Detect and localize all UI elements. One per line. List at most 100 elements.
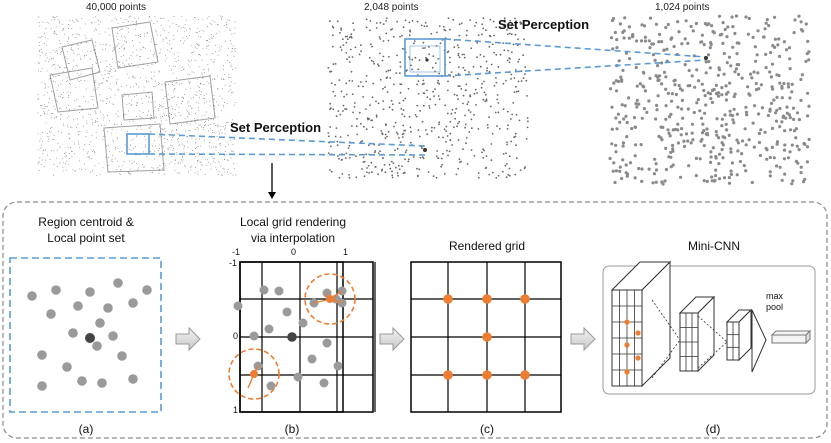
- cloud-point: [163, 112, 164, 114]
- cloud-point: [46, 70, 48, 72]
- cloud-point: [69, 153, 70, 155]
- cloud-point: [470, 127, 473, 130]
- cloud-point: [647, 99, 651, 103]
- cloud-point: [778, 81, 782, 85]
- cloud-point: [382, 108, 385, 111]
- cloud-point: [414, 56, 417, 59]
- cloud-point: [400, 108, 403, 110]
- cloud-point: [137, 66, 139, 68]
- cloud-point: [215, 149, 217, 151]
- cloud-point: [797, 148, 801, 152]
- cloud-point: [407, 87, 410, 90]
- cloud-point: [643, 89, 648, 93]
- cloud-point: [116, 78, 118, 80]
- cloud-point: [136, 105, 138, 106]
- cloud-point: [212, 160, 214, 162]
- grid-point: [319, 378, 329, 388]
- cloud-point: [717, 68, 722, 72]
- cloud-point: [502, 153, 505, 155]
- cnn-receptive-line: [697, 341, 728, 369]
- cloud-point: [361, 140, 364, 142]
- cloud-point: [44, 33, 46, 35]
- cloud-point: [119, 65, 121, 67]
- cloud-point: [54, 108, 56, 110]
- cloud-point: [618, 165, 622, 169]
- cloud-point: [662, 70, 667, 74]
- cloud-point: [224, 128, 226, 130]
- cloud-point: [437, 95, 440, 97]
- cloud-point: [795, 144, 799, 148]
- cloud-point: [645, 110, 649, 114]
- cloud-point: [116, 19, 118, 20]
- cloud-point: [510, 118, 512, 120]
- local-point: [51, 285, 61, 295]
- cloud-point: [197, 107, 199, 109]
- cloud-point: [207, 64, 209, 66]
- cloud-point: [784, 48, 789, 52]
- cloud-point: [612, 81, 616, 85]
- cloud-point: [50, 58, 52, 59]
- cloud-point: [166, 49, 168, 51]
- cloud-point: [715, 117, 719, 121]
- cloud-point: [52, 57, 54, 59]
- cloud-point: [800, 73, 805, 77]
- cloud-point: [640, 23, 644, 27]
- cloud-point: [416, 83, 418, 86]
- cloud-point: [765, 18, 769, 22]
- cloud-point: [213, 61, 215, 63]
- cloud-point: [118, 173, 120, 175]
- cloud-point: [788, 96, 792, 100]
- cloud-point: [166, 107, 168, 109]
- cloud-point: [59, 67, 61, 69]
- cloud-point: [56, 166, 58, 167]
- cloud-point: [680, 127, 684, 131]
- cloud-point: [61, 132, 63, 134]
- cloud-point: [89, 58, 91, 60]
- cloud-point: [129, 173, 131, 175]
- cloud-point: [724, 84, 728, 88]
- cloud-point: [473, 92, 476, 95]
- cloud-point: [505, 152, 507, 155]
- cloud-point: [334, 63, 337, 65]
- cloud-point: [514, 173, 517, 176]
- cloud-point: [700, 116, 704, 120]
- cloud-point: [79, 147, 80, 149]
- cloud-point: [102, 100, 103, 102]
- cloud-point: [168, 65, 170, 67]
- cloud-point: [172, 108, 174, 110]
- rendered-grid-node: [482, 294, 492, 304]
- output-vector-side: [805, 329, 811, 345]
- cloud-point: [183, 68, 185, 70]
- cloud-point: [154, 139, 155, 141]
- cloud-point: [49, 127, 51, 129]
- cloud-point: [219, 15, 221, 17]
- cloud-point: [230, 77, 232, 79]
- cloud-point: [79, 131, 81, 133]
- cloud-point: [179, 84, 181, 86]
- cloud-point: [72, 169, 74, 171]
- cloud-point: [417, 93, 420, 95]
- cloud-point: [133, 77, 135, 79]
- cloud-point: [704, 103, 708, 107]
- cloud-point: [515, 114, 518, 116]
- cloud-point: [162, 40, 164, 42]
- cloud-point: [182, 66, 184, 68]
- cloud-point: [470, 149, 473, 151]
- cloud-point: [224, 133, 226, 135]
- cloud-point: [189, 28, 191, 30]
- cloud-point: [226, 23, 227, 25]
- cloud-point: [201, 126, 203, 128]
- cloud-point: [348, 144, 351, 147]
- cloud-point: [408, 56, 410, 59]
- cloud-point: [40, 71, 42, 72]
- cloud-point: [791, 106, 796, 110]
- cloud-point: [157, 84, 159, 86]
- cloud-point: [188, 61, 190, 62]
- cloud-point: [389, 167, 392, 170]
- cloud-point: [365, 75, 368, 77]
- cloud-point: [700, 33, 705, 37]
- cloud-point: [226, 122, 228, 124]
- cloud-point: [506, 127, 509, 130]
- cloud-point: [153, 86, 155, 88]
- cloud-point: [495, 77, 497, 79]
